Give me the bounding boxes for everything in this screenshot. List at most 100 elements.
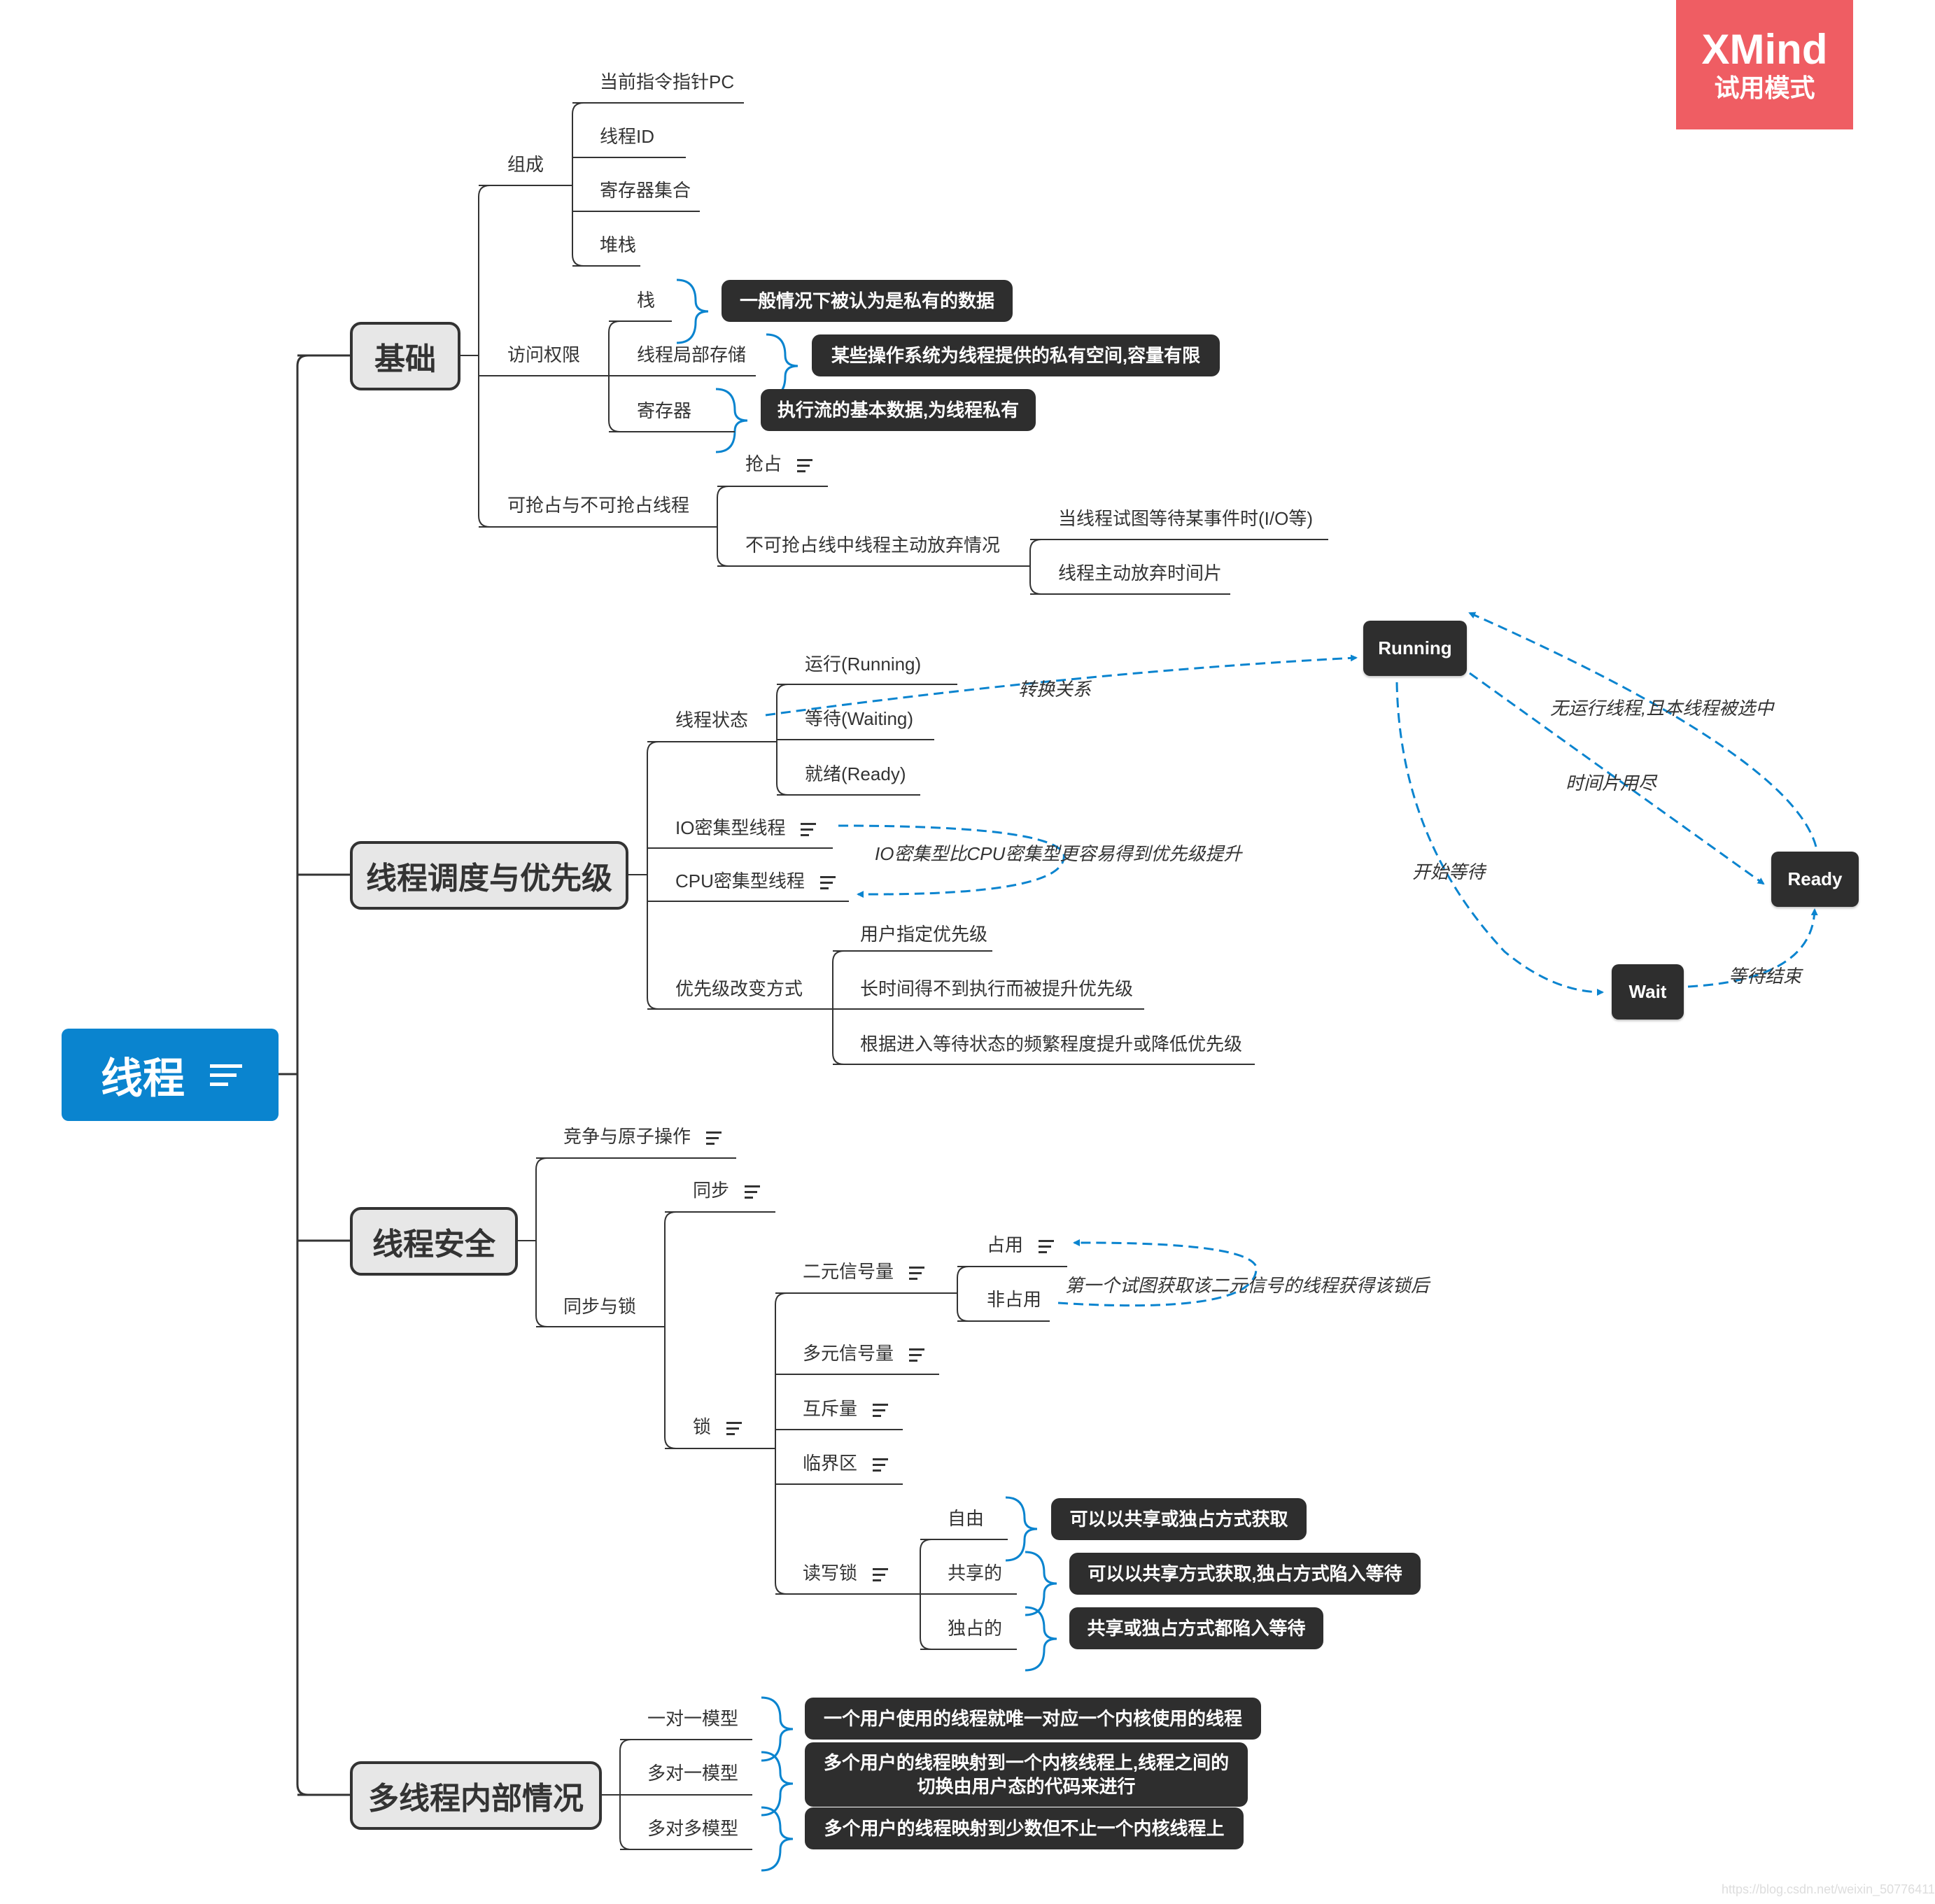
note-icon[interactable]	[873, 1400, 889, 1420]
composition-item[interactable]: 当前指令指针PC	[600, 71, 735, 92]
topic-io-bound[interactable]: IO密集型线程	[675, 816, 817, 840]
source-url: https://blog.csdn.net/weixin_50776411	[1722, 1882, 1935, 1896]
topic-models-label: 多线程内部情况	[368, 1782, 584, 1816]
topic-composition[interactable]: 组成	[507, 154, 544, 175]
state-running[interactable]: Running	[1363, 621, 1467, 676]
priority-item[interactable]: 用户指定优先级	[860, 924, 988, 945]
topic-models[interactable]: 多线程内部情况	[350, 1761, 602, 1830]
topic-competition[interactable]: 竞争与原子操作	[563, 1124, 722, 1148]
topic-priority-change[interactable]: 优先级改变方式	[675, 978, 803, 999]
mutex-label: 互斥量	[803, 1398, 858, 1419]
label-timeslice: 时间片用尽	[1565, 773, 1657, 794]
access-tls[interactable]: 线程局部存储	[637, 344, 747, 365]
topic-safety[interactable]: 线程安全	[350, 1207, 518, 1276]
relation-semaphore-label: 第一个试图获取该二元信号的线程获得该锁后	[1065, 1275, 1430, 1296]
critical-section-label: 临界区	[803, 1453, 858, 1474]
lock-rwlock[interactable]: 读写锁	[803, 1561, 889, 1585]
label-wait-end: 等待结束	[1729, 966, 1802, 987]
note-icon[interactable]	[819, 873, 836, 893]
xmind-trial-logo: XMind 试用模式	[1676, 0, 1853, 129]
note-icon[interactable]	[726, 1418, 743, 1439]
relation-transform-label: 转换关系	[1018, 679, 1092, 700]
note-rwlock-free[interactable]: 可以以共享或独占方式获取	[1051, 1498, 1307, 1540]
note-many-to-one-line1: 多个用户的线程映射到一个内核线程上,线程之间的	[823, 1752, 1230, 1773]
note-icon[interactable]	[745, 1182, 761, 1202]
topic-access[interactable]: 访问权限	[507, 344, 581, 365]
composition-item[interactable]: 堆栈	[600, 234, 637, 255]
lock-label: 锁	[693, 1416, 712, 1437]
rwlock-shared[interactable]: 共享的	[948, 1563, 1003, 1584]
note-one-to-one[interactable]: 一个用户使用的线程就唯一对应一个内核使用的线程	[805, 1698, 1261, 1740]
note-many-to-many[interactable]: 多个用户的线程映射到少数但不止一个内核线程上	[805, 1807, 1244, 1849]
note-rwlock-exclusive[interactable]: 共享或独占方式都陷入等待	[1069, 1607, 1323, 1649]
note-stack-private[interactable]: 一般情况下被认为是私有的数据	[722, 280, 1013, 322]
xmind-brand-text: XMind	[1701, 25, 1828, 73]
root-topic[interactable]: 线程	[62, 1029, 279, 1121]
note-icon[interactable]	[909, 1345, 925, 1365]
state-item[interactable]: 等待(Waiting)	[805, 708, 914, 729]
topic-basics-label: 基础	[374, 342, 436, 376]
competition-label: 竞争与原子操作	[563, 1126, 691, 1147]
note-rwlock-shared[interactable]: 可以以共享方式获取,独占方式陷入等待	[1069, 1553, 1421, 1595]
state-ready[interactable]: Ready	[1771, 852, 1859, 907]
topic-cpu-bound[interactable]: CPU密集型线程	[675, 869, 836, 893]
note-tls-space[interactable]: 某些操作系统为线程提供的私有空间,容量有限	[812, 334, 1220, 376]
lock-mutex[interactable]: 互斥量	[803, 1397, 889, 1420]
cpu-bound-label: CPU密集型线程	[675, 870, 805, 891]
trial-mode-text: 试用模式	[1714, 73, 1815, 102]
model-many-to-one[interactable]: 多对一模型	[647, 1763, 739, 1784]
note-icon[interactable]	[797, 456, 813, 476]
composition-item[interactable]: 线程ID	[600, 126, 655, 147]
semaphore-occupied[interactable]: 占用	[987, 1233, 1055, 1257]
note-icon[interactable]	[210, 1059, 242, 1092]
note-icon[interactable]	[873, 1565, 889, 1585]
composition-item[interactable]: 寄存器集合	[600, 180, 691, 201]
model-one-to-one[interactable]: 一对一模型	[647, 1708, 739, 1729]
relation-io-cpu-label: IO密集型比CPU密集型更容易得到优先级提升	[875, 843, 1242, 864]
occupied-label: 占用	[987, 1234, 1024, 1255]
binary-semaphore-label: 二元信号量	[803, 1261, 894, 1282]
state-item[interactable]: 就绪(Ready)	[805, 763, 906, 784]
note-many-to-one-line2: 切换由用户态的代码来进行	[917, 1776, 1136, 1797]
topic-thread-states[interactable]: 线程状态	[675, 710, 749, 731]
lock-critical-section[interactable]: 临界区	[803, 1451, 889, 1475]
multi-semaphore-label: 多元信号量	[803, 1343, 894, 1364]
note-icon[interactable]	[909, 1263, 925, 1283]
rwlock-exclusive[interactable]: 独占的	[948, 1618, 1003, 1639]
state-item[interactable]: 运行(Running)	[805, 654, 922, 675]
label-no-running: 无运行线程,且本线程被选中	[1550, 698, 1774, 719]
note-icon[interactable]	[1039, 1236, 1055, 1257]
note-icon[interactable]	[801, 819, 817, 840]
model-many-to-many[interactable]: 多对多模型	[647, 1818, 739, 1839]
topic-sync[interactable]: 同步	[693, 1178, 761, 1202]
priority-item[interactable]: 根据进入等待状态的频繁程度提升或降低优先级	[860, 1034, 1243, 1055]
nonpreempt-case[interactable]: 当线程试图等待某事件时(I/O等)	[1058, 508, 1313, 529]
access-register[interactable]: 寄存器	[637, 400, 692, 421]
access-stack[interactable]: 栈	[637, 290, 656, 311]
note-icon[interactable]	[706, 1128, 722, 1148]
note-many-to-one[interactable]: 多个用户的线程映射到一个内核线程上,线程之间的 切换由用户态的代码来进行	[805, 1742, 1248, 1807]
topic-sync-lock[interactable]: 同步与锁	[563, 1296, 637, 1317]
topic-preempt[interactable]: 可抢占与不可抢占线程	[507, 495, 690, 516]
rwlock-label: 读写锁	[803, 1563, 858, 1584]
topic-scheduling-label: 线程调度与优先级	[366, 861, 612, 896]
root-topic-label: 线程	[101, 1055, 185, 1102]
note-register-private[interactable]: 执行流的基本数据,为线程私有	[761, 389, 1036, 431]
topic-scheduling[interactable]: 线程调度与优先级	[350, 841, 628, 910]
preempt-label: 抢占	[745, 453, 782, 474]
priority-item[interactable]: 长时间得不到执行而被提升优先级	[860, 978, 1134, 999]
nonpreempt-item[interactable]: 不可抢占线中线程主动放弃情况	[745, 535, 1001, 556]
rwlock-free[interactable]: 自由	[948, 1508, 985, 1529]
lock-multi-semaphore[interactable]: 多元信号量	[803, 1341, 925, 1365]
state-wait[interactable]: Wait	[1612, 964, 1684, 1020]
topic-basics[interactable]: 基础	[350, 322, 460, 390]
io-bound-label: IO密集型线程	[675, 817, 786, 838]
preempt-item[interactable]: 抢占	[745, 452, 813, 476]
nonpreempt-case[interactable]: 线程主动放弃时间片	[1058, 563, 1223, 584]
lock-binary-semaphore[interactable]: 二元信号量	[803, 1260, 925, 1283]
note-icon[interactable]	[873, 1455, 889, 1475]
sync-label: 同步	[693, 1180, 730, 1201]
topic-lock[interactable]: 锁	[693, 1415, 743, 1439]
semaphore-free[interactable]: 非占用	[987, 1289, 1042, 1310]
